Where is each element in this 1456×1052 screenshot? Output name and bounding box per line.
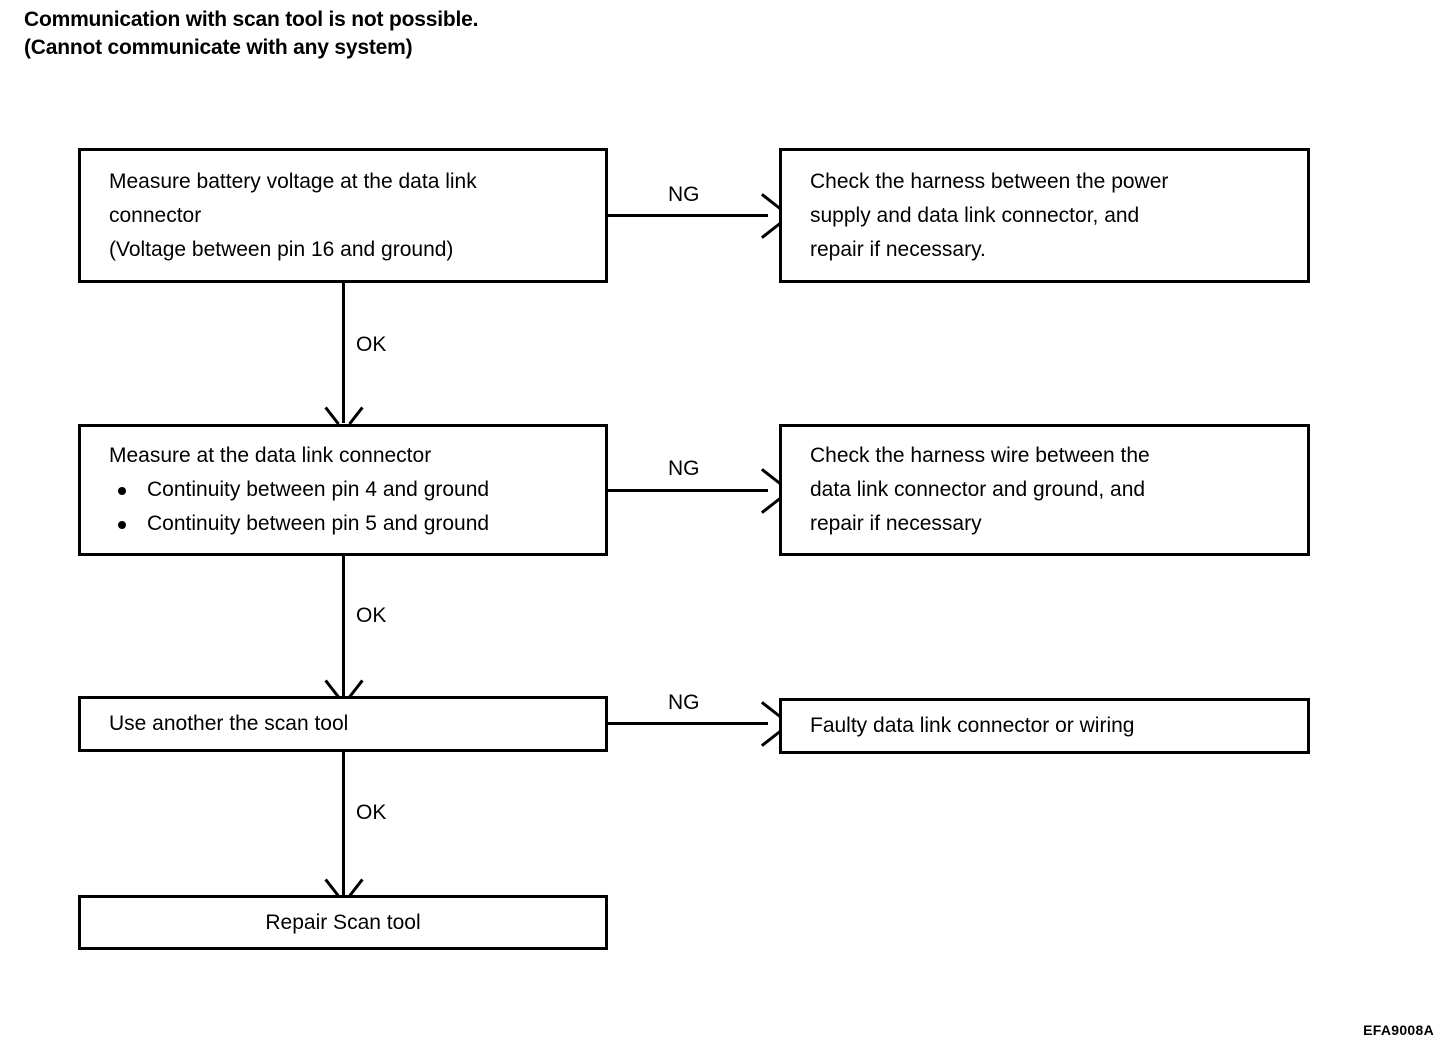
node-measure-at-data-link-connector-bullets: Continuity between pin 4 and ground Cont…: [81, 473, 605, 541]
node-check-harness-wire-ground: Check the harness wire between the data …: [779, 424, 1310, 556]
edge-ok-1-arrowhead: [331, 403, 357, 421]
node-line: (Voltage between pin 16 and ground): [109, 237, 454, 261]
node-check-harness-wire-ground-text: Check the harness wire between the data …: [782, 439, 1307, 541]
page-title-line-2: (Cannot communicate with any system): [24, 36, 413, 59]
edge-ng-2-label: NG: [668, 457, 700, 480]
edge-ok-1-label: OK: [356, 333, 387, 356]
page-title-line-1: Communication with scan tool is not poss…: [24, 8, 479, 31]
node-line: data link connector and ground, and: [810, 478, 1146, 501]
node-line: Use another the scan tool: [109, 712, 349, 735]
node-line: supply and data link connector, and: [810, 203, 1140, 227]
edge-ok-2-arrowhead: [331, 676, 357, 694]
edge-ok-2-label: OK: [356, 604, 387, 627]
node-repair-scan-tool-text: Repair Scan tool: [81, 906, 605, 940]
node-line: Measure battery voltage at the data link: [109, 169, 477, 193]
edge-ng-3-label: NG: [668, 691, 700, 714]
edge-ng-2-line: [608, 489, 768, 492]
bullet-item: Continuity between pin 4 and ground: [109, 473, 605, 507]
edge-ng-3-line: [608, 722, 768, 725]
node-measure-at-data-link-connector-heading: Measure at the data link connector: [81, 439, 605, 473]
edge-ok-3-label: OK: [356, 801, 387, 824]
node-use-another-scan-tool-text: Use another the scan tool: [81, 707, 605, 741]
bullet-item: Continuity between pin 5 and ground: [109, 507, 605, 541]
node-check-harness-power-supply-text: Check the harness between the power supp…: [782, 165, 1307, 267]
edge-ng-3-arrowhead: [757, 710, 777, 738]
node-line: connector: [109, 203, 202, 227]
node-line: Repair Scan tool: [265, 910, 421, 934]
node-line: repair if necessary.: [810, 237, 986, 261]
node-measure-battery-voltage: Measure battery voltage at the data link…: [78, 148, 608, 283]
edge-ng-1-line: [608, 214, 768, 217]
node-use-another-scan-tool: Use another the scan tool: [78, 696, 608, 752]
edge-ok-3-arrowhead: [331, 875, 357, 893]
edge-ng-1-label: NG: [668, 183, 700, 206]
node-line: Measure at the data link connector: [109, 444, 432, 467]
node-line: Check the harness wire between the: [810, 444, 1150, 467]
edge-ok-1-line: [342, 283, 345, 423]
node-line: repair if necessary: [810, 512, 982, 535]
page-title: Communication with scan tool is not poss…: [24, 6, 478, 62]
node-faulty-data-link-connector: Faulty data link connector or wiring: [779, 698, 1310, 754]
edge-ng-2-arrowhead: [757, 477, 777, 505]
edge-ng-1-arrowhead: [757, 202, 777, 230]
node-measure-at-data-link-connector: Measure at the data link connector Conti…: [78, 424, 608, 556]
node-check-harness-power-supply: Check the harness between the power supp…: [779, 148, 1310, 283]
node-repair-scan-tool: Repair Scan tool: [78, 895, 608, 950]
node-line: Faulty data link connector or wiring: [810, 714, 1135, 737]
edge-ok-2-line: [342, 556, 345, 696]
node-faulty-data-link-connector-text: Faulty data link connector or wiring: [782, 709, 1307, 743]
node-line: Check the harness between the power: [810, 169, 1169, 193]
node-measure-battery-voltage-text: Measure battery voltage at the data link…: [81, 165, 605, 267]
edge-ok-3-line: [342, 752, 345, 895]
figure-code: EFA9008A: [1363, 1022, 1434, 1038]
